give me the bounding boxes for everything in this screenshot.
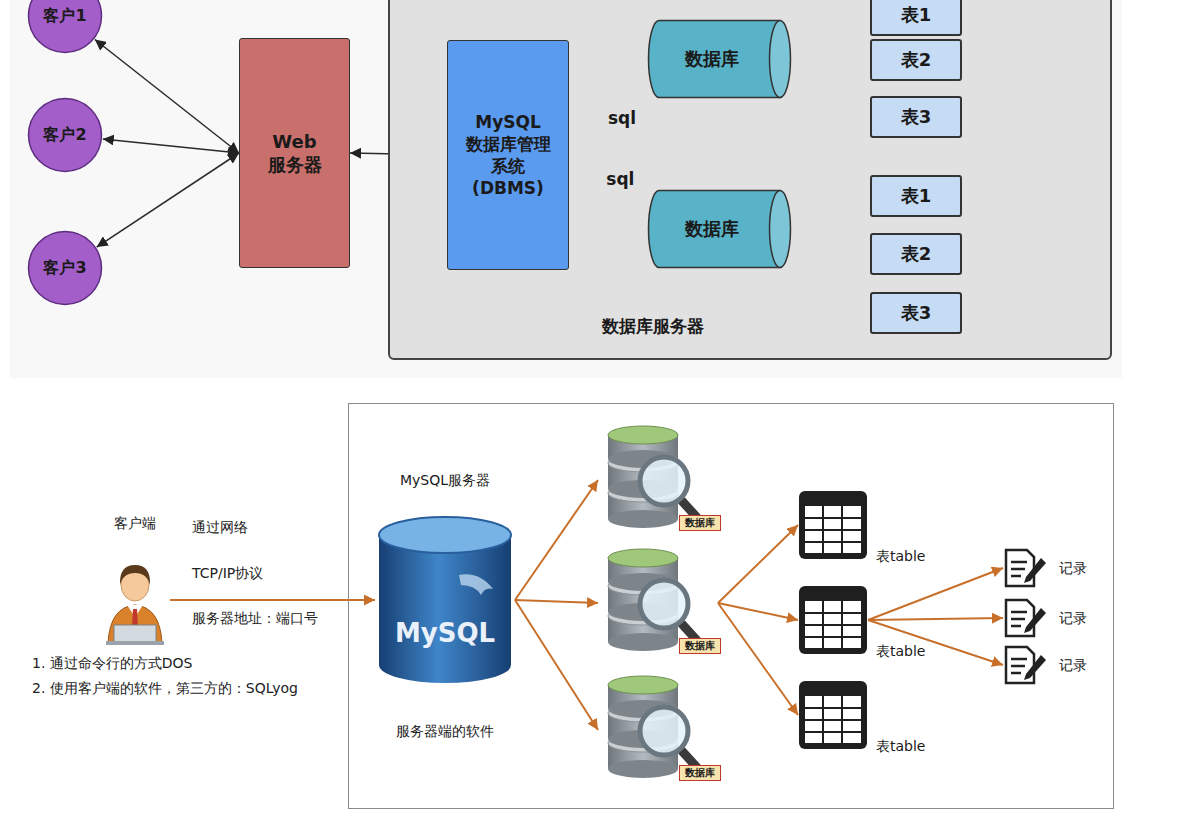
database-icon: 数据库 [598,425,723,535]
client-name: 客户2 [43,125,86,146]
database-tag: 数据库 [679,638,721,654]
record-symbol [1003,598,1047,638]
protocol-note: TCP/IP协议 [192,565,263,581]
edge-label: sql [604,169,636,189]
arrow-connector [718,603,798,715]
database-icon: 数据库 [598,675,723,785]
table-name: 表2 [901,48,932,71]
arrow-connector [97,153,239,247]
record-symbol [1003,645,1047,685]
database-tag: 数据库 [679,515,721,531]
edge-label: sql [606,108,638,128]
database-name: 数据库 [685,47,739,71]
panel-title: 数据库服务器 [602,315,704,338]
record-caption: 记录 [1059,560,1087,576]
database-name: 数据库 [685,217,739,241]
web-server-box: Web 服务器 [239,38,350,268]
table-caption: 表table [876,738,925,754]
record-caption: 记录 [1059,657,1087,673]
database-tag: 数据库 [679,765,721,781]
db-server-panel: 数据库服务器MySQL 数据库管理 系统 (DBMS)数据库表1表2表3数据库表… [388,0,1112,360]
record-icon: 记录 [1003,598,1103,638]
table-symbol [798,585,868,655]
box-title: Web 服务器 [250,130,339,177]
arrow-connector [103,139,239,153]
server-caption: MySQL服务器 [370,472,520,488]
table-name: 表1 [901,3,932,26]
arrow-connector [868,618,1003,620]
arrow-connector [718,603,798,620]
record-symbol [1003,548,1047,588]
address-note: 服务器地址：端口号 [192,610,318,626]
method-note: 2. 使用客户端的软件，第三方的：SQLyog [32,680,298,696]
table-caption: 表table [876,643,925,659]
client-circle: 客户3 [27,230,103,306]
database-cylinder: 数据库 [647,189,792,269]
record-icon: 记录 [1003,645,1103,685]
arrow-connector [515,600,598,603]
table-name: 表3 [901,301,932,324]
table-box: 表3 [870,292,962,334]
mysql-cylinder [375,515,515,685]
arrow-connector [95,40,239,153]
table-box: 表3 [870,96,962,138]
arrow-connector [515,600,598,730]
server-caption: 服务器端的软件 [370,723,520,739]
arrow-connector [868,568,1003,620]
table-box: 表1 [870,175,962,217]
arrow-connector [515,480,598,600]
table-caption: 表table [876,548,925,564]
mysql-logo-text: MySQL [375,618,515,648]
table-name: 表2 [901,242,932,265]
table-icon: 表table [798,585,948,655]
table-symbol [798,490,868,560]
arrow-connector [170,599,375,601]
table-icon: 表table [798,490,948,560]
client-name: 客户1 [43,6,86,27]
record-icon: 记录 [1003,548,1103,588]
table-box: 表2 [870,233,962,275]
mysql-server: MySQL服务器 MySQL 服务器端的软件 [370,470,520,745]
table-box: 表2 [870,39,962,81]
arrow-connector [718,525,798,603]
server-frame [349,404,1114,809]
database-icon: 数据库 [598,548,723,658]
table-name: 表1 [901,184,932,207]
database-cylinder: 数据库 [647,19,792,99]
person-icon [100,555,170,645]
table-box: 表1 [870,0,962,36]
arrow-connector [868,620,1003,665]
table-icon: 表table [798,680,948,750]
table-symbol [798,680,868,750]
client-user: 客户端 [95,515,175,645]
client-name: 客户3 [43,258,86,279]
method-note: 1. 通过命令行的方式DOS [32,655,193,671]
table-name: 表3 [901,105,932,128]
network-note: 通过网络 [192,519,248,535]
dbms-box: MySQL 数据库管理 系统 (DBMS) [447,40,569,270]
box-title: MySQL 数据库管理 系统 (DBMS) [458,111,558,199]
client-circle: 客户1 [27,0,103,54]
client-caption: 客户端 [95,515,175,531]
client-circle: 客户2 [27,97,103,173]
record-caption: 记录 [1059,610,1087,626]
